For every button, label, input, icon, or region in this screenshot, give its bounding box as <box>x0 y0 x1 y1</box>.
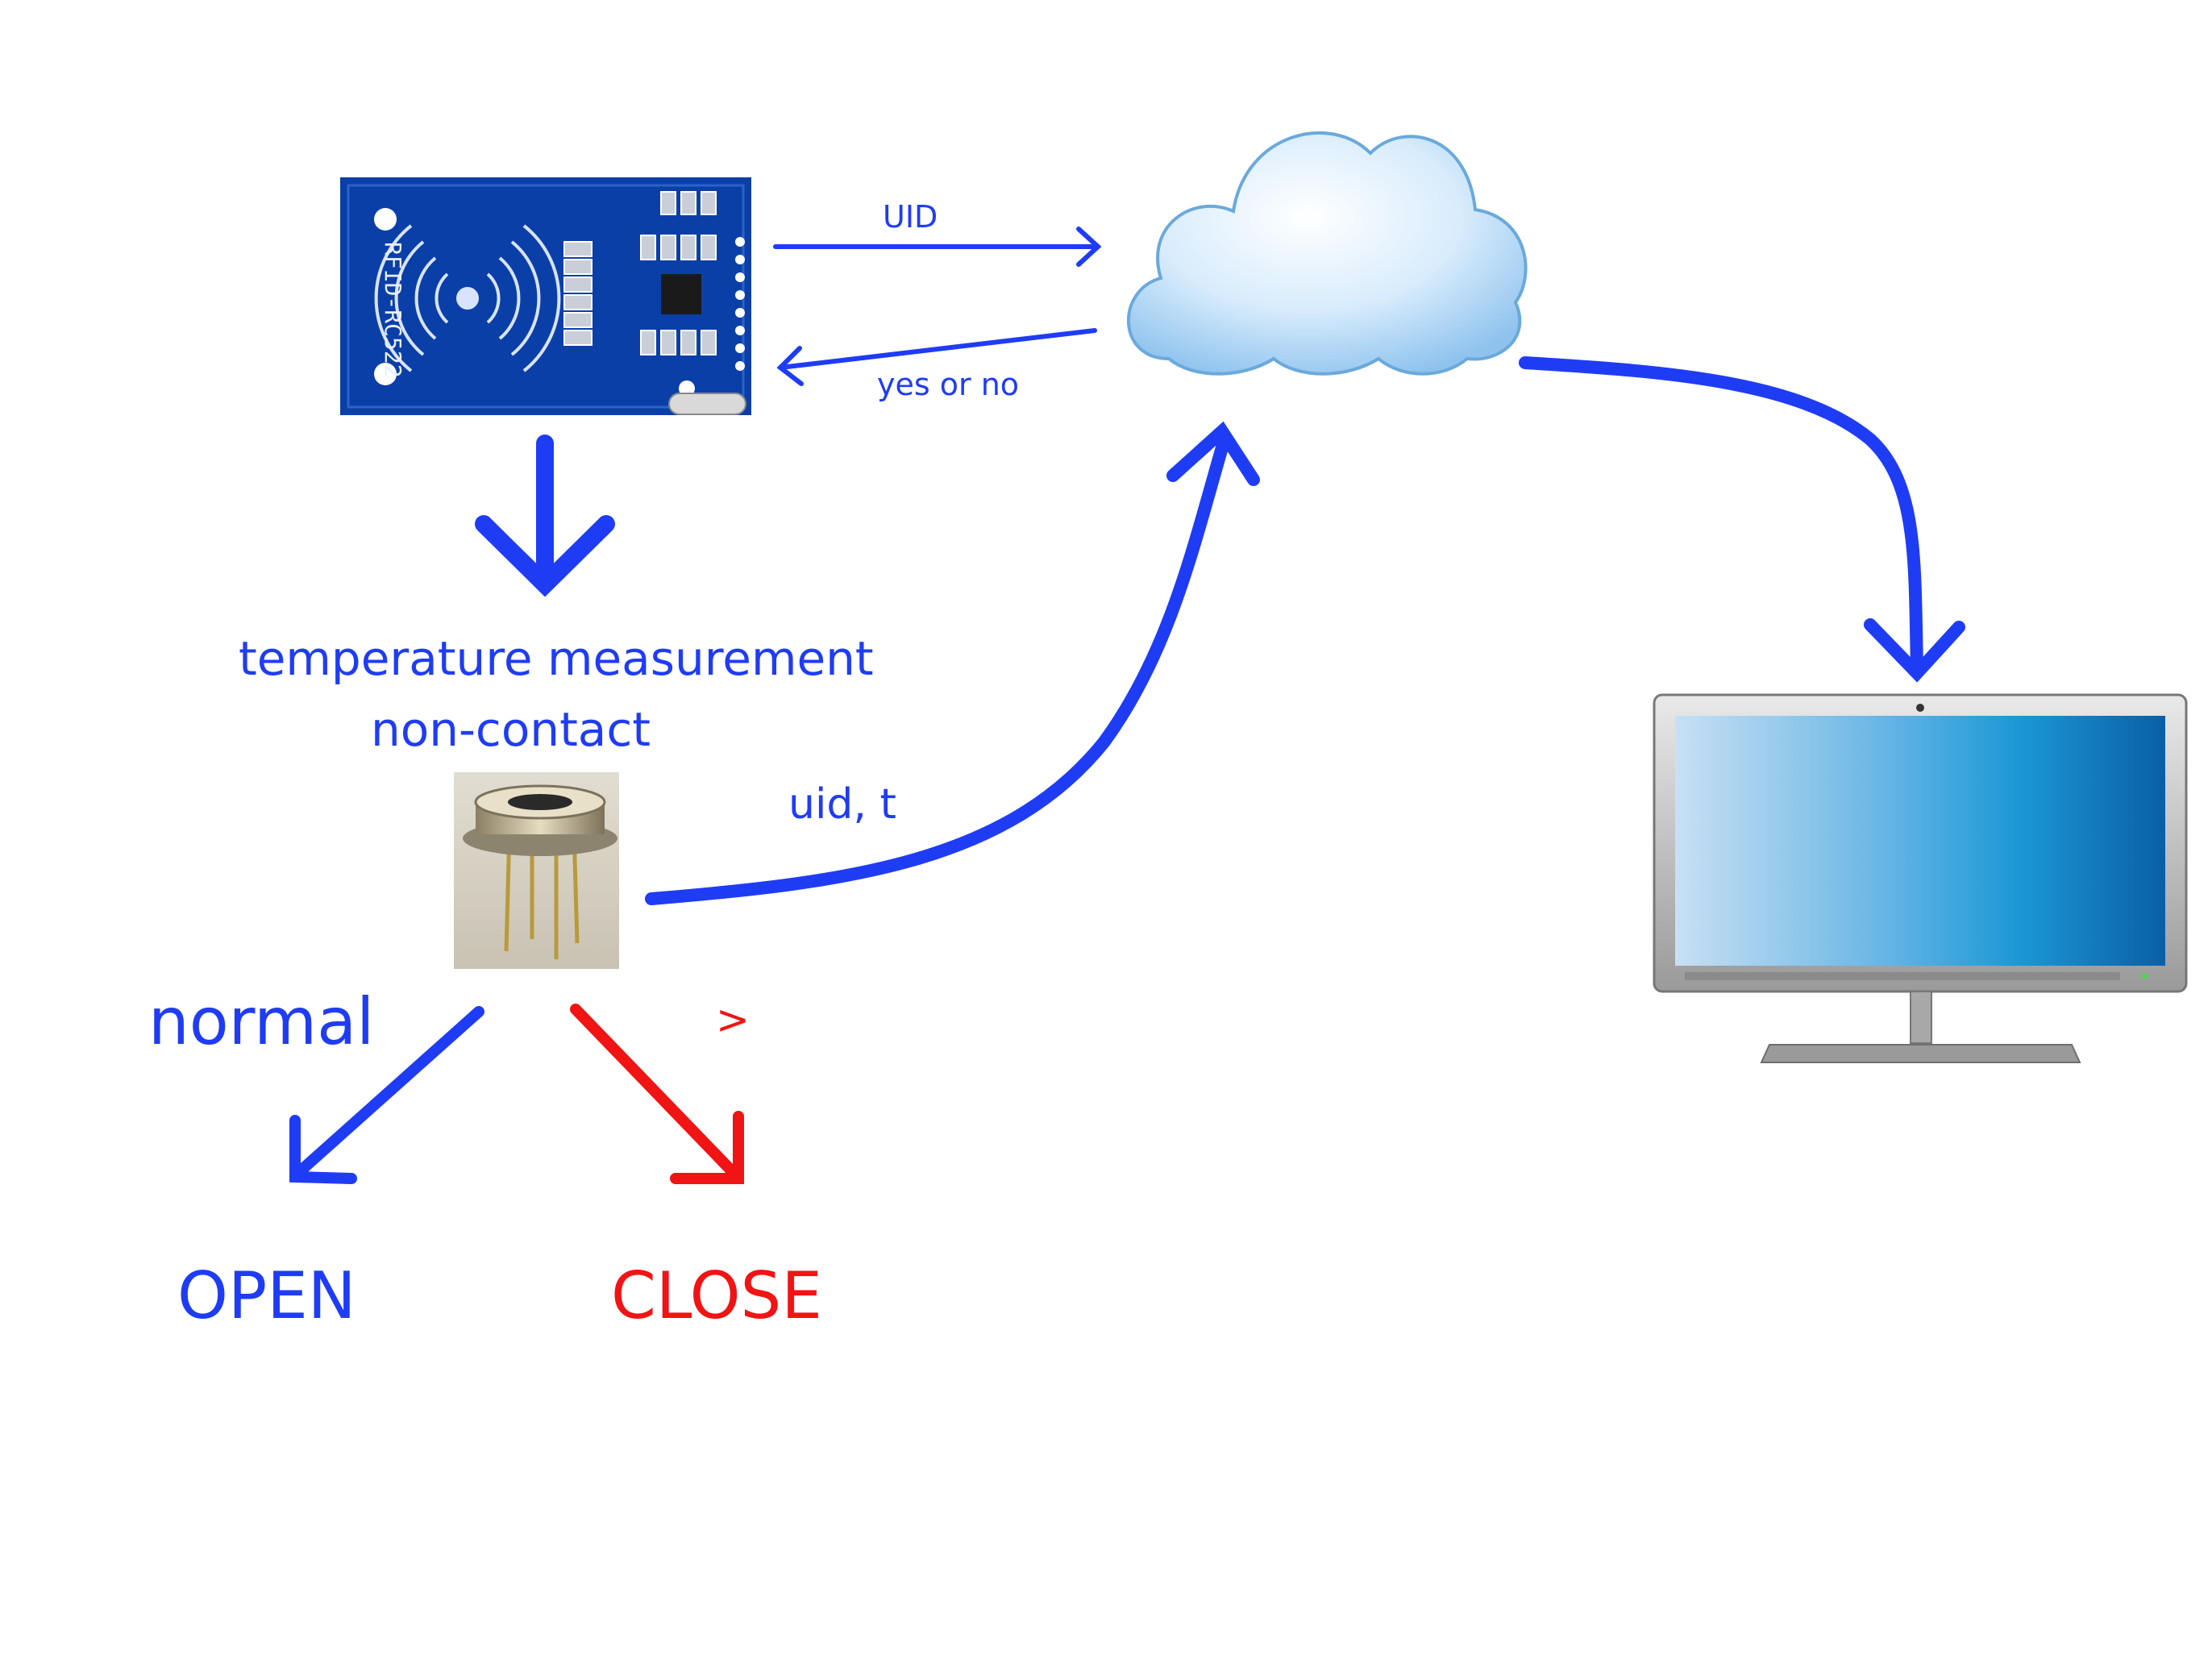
arrow-cloud-to-monitor <box>1519 356 1965 683</box>
smd-components <box>563 191 717 355</box>
rc522-chip <box>661 274 701 314</box>
monitor-icon <box>1653 693 2188 1063</box>
cloud-icon <box>1126 131 1528 376</box>
monitor-screen <box>1675 716 2165 966</box>
rfid-silkscreen: RFID-RC522 <box>380 242 406 378</box>
header-pins <box>735 237 745 371</box>
temperature-measurement-label: temperature measurement <box>239 631 874 686</box>
ir-temperature-sensor <box>454 772 619 969</box>
yes-or-no-label: yes or no <box>877 367 1020 402</box>
arrow-sensor-to-cloud <box>645 421 1260 905</box>
close-label: CLOSE <box>611 1258 822 1333</box>
arrow-cloud-to-reader <box>776 328 1097 386</box>
uid-label: UID <box>883 199 938 235</box>
greater-than-label: > <box>716 996 750 1043</box>
uid-t-label: uid, t <box>788 780 896 829</box>
rfid-reader-module: RFID-RC522 <box>340 177 751 415</box>
arrow-to-close <box>570 1004 744 1184</box>
arrow-uid-to-cloud <box>773 227 1102 267</box>
non-contact-label: non-contact <box>371 702 651 757</box>
antenna-coil <box>374 224 561 372</box>
crystal <box>668 393 746 415</box>
arrow-reader-to-sensor <box>475 434 615 597</box>
open-label: OPEN <box>177 1258 356 1333</box>
normal-label: normal <box>148 984 375 1059</box>
arrow-to-open <box>289 1006 484 1184</box>
